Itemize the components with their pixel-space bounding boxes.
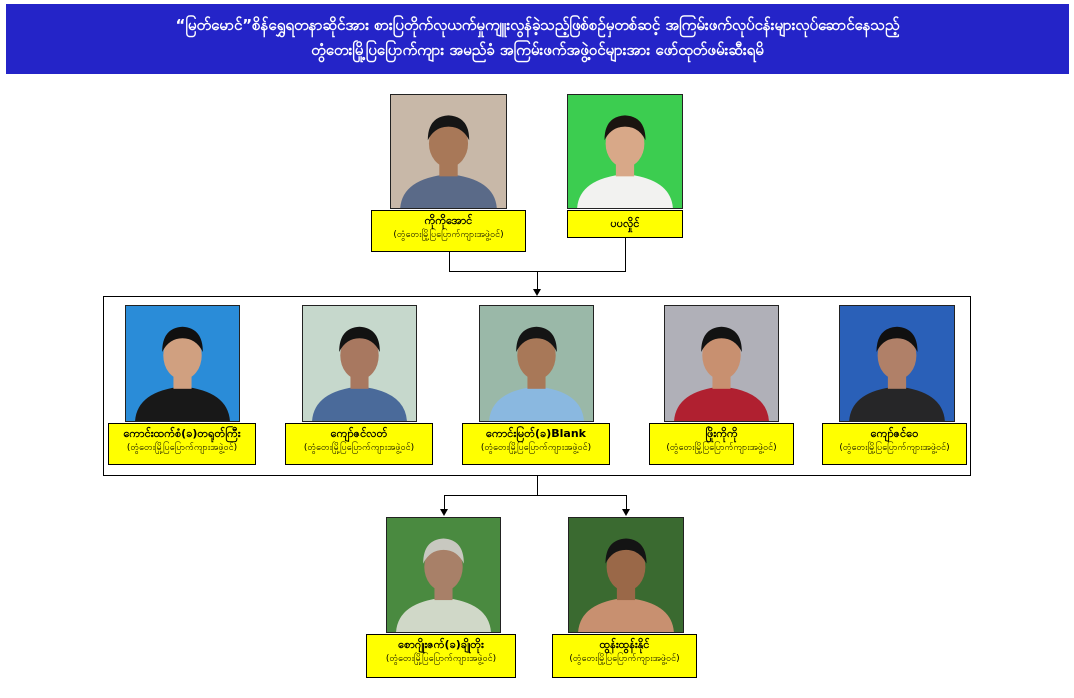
connector-line	[537, 271, 538, 289]
person-role: (တွံတေးမြို့ပြပြောက်ကျားအဖွဲ့ဝင်)	[569, 654, 680, 664]
person-photo	[390, 94, 507, 209]
portrait-image	[480, 306, 593, 421]
person-role: (တွံတေးမြို့ပြပြောက်ကျားအဖွဲ့ဝင်)	[480, 443, 592, 453]
person-label: ဖြိုးကိုကို (တွံတေးမြို့ပြပြောက်ကျားအဖွဲ…	[649, 423, 794, 465]
title-line-2: တွံတေးမြို့ပြပြောက်ကျား အမည်ခံ အကြမ်းဖက်…	[311, 41, 764, 59]
title-banner: “မြတ်မောင်”စိန်ရွှေရတနာဆိုင်အား စားပြတို…	[6, 4, 1069, 74]
arrow-down-icon	[533, 289, 541, 296]
person-name: ပပလှိုင်	[610, 217, 640, 230]
person-label: စောဂျိုးဇက်(ခ)ချိုတိုး (တွံတေးမြို့ပြပြေ…	[366, 634, 516, 678]
connector-line	[625, 238, 626, 271]
portrait-image	[840, 306, 954, 421]
person-photo	[302, 305, 417, 422]
person-label: ကျော်ဇင်ဝေ (တွံတေးမြို့ပြပြောက်ကျားအဖွဲ့…	[822, 423, 967, 465]
portrait-image	[665, 306, 778, 421]
person-role: (တွံတေးမြို့ပြပြောက်ကျားအဖွဲ့ဝင်)	[303, 443, 415, 453]
person-label: ထွန်းထွန်းနိုင် (တွံတေးမြို့ပြပြောက်ကျား…	[552, 634, 697, 678]
portrait-image	[303, 306, 416, 421]
person-photo	[568, 517, 684, 633]
person-label: ကျော်ဇင်လတ် (တွံတေးမြို့ပြပြောက်ကျားအဖွဲ…	[285, 423, 433, 465]
person-photo	[386, 517, 501, 633]
person-label: ကောင်းမြတ်(ခ)Blank (တွံတေးမြို့ပြပြောက်က…	[462, 423, 610, 465]
person-photo	[664, 305, 779, 422]
portrait-image	[387, 518, 500, 632]
person-photo	[839, 305, 955, 422]
portrait-image	[569, 518, 683, 632]
person-name: ကျော်ဇင်ဝေ	[870, 427, 919, 440]
person-name: ထွန်းထွန်းနိုင်	[599, 638, 650, 651]
person-label: ကောင်းထက်စံ(ခ)တရုတ်ကြီး (တွံတေးမြို့ပြပြ…	[108, 423, 256, 465]
person-role: (တွံတေးမြို့ပြပြောက်ကျားအဖွဲ့ဝင်)	[666, 443, 777, 453]
connector-line	[444, 495, 627, 496]
person-role: (တွံတေးမြို့ပြပြောက်ကျားအဖွဲ့ဝင်)	[839, 443, 950, 453]
connector-line	[449, 238, 450, 271]
person-name: ကောင်းမြတ်(ခ)Blank	[486, 427, 586, 440]
person-name: ကောင်းထက်စံ(ခ)တရုတ်ကြီး	[123, 427, 241, 440]
person-label: ပပလှိုင်	[567, 210, 683, 238]
portrait-image	[568, 95, 682, 208]
person-name: ဖြိုးကိုကို	[705, 427, 738, 440]
connector-line	[626, 495, 627, 509]
portrait-image	[391, 95, 506, 208]
person-name: စောဂျိုးဇက်(ခ)ချိုတိုး	[398, 638, 484, 651]
title-line-1: “မြတ်မောင်”စိန်ရွှေရတနာဆိုင်အား စားပြတို…	[175, 16, 900, 34]
group-box	[103, 296, 971, 476]
person-role: (တွံတေးမြို့ပြပြောက်ကျားအဖွဲ့ဝင်)	[393, 230, 504, 240]
person-photo	[567, 94, 683, 209]
person-name: ကိုကိုအောင်	[424, 214, 473, 227]
connector-line	[444, 495, 445, 509]
arrow-down-icon	[622, 509, 630, 516]
person-role: (တွံတေးမြို့ပြပြောက်ကျားအဖွဲ့ဝင်)	[126, 443, 238, 453]
person-photo	[125, 305, 240, 422]
person-label: ကိုကိုအောင် (တွံတေးမြို့ပြပြောက်ကျားအဖွဲ…	[371, 210, 526, 252]
person-photo	[479, 305, 594, 422]
portrait-image	[126, 306, 239, 421]
person-name: ကျော်ဇင်လတ်	[330, 427, 388, 440]
arrow-down-icon	[440, 509, 448, 516]
connector-line	[537, 476, 538, 495]
person-role: (တွံတေးမြို့ပြပြောက်ကျားအဖွဲ့ဝင်)	[385, 654, 497, 664]
